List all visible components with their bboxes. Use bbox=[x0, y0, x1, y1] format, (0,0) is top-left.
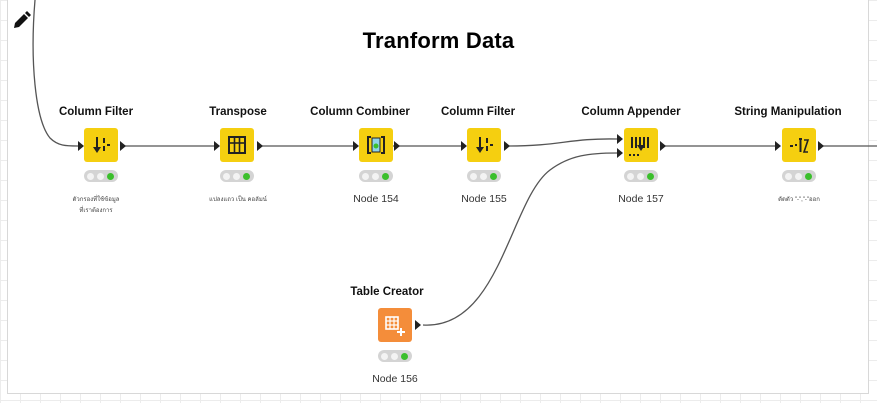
output-port[interactable] bbox=[415, 320, 421, 330]
pencil-icon[interactable] bbox=[11, 11, 31, 36]
column-combiner-icon[interactable] bbox=[359, 128, 393, 162]
node-title: Transpose bbox=[209, 106, 267, 118]
node-status-traffic-light bbox=[378, 350, 412, 362]
transpose-grid-icon[interactable] bbox=[220, 128, 254, 162]
table-creator-icon[interactable] bbox=[378, 308, 412, 342]
input-port[interactable] bbox=[461, 141, 467, 151]
node-annotation[interactable]: Node 154 bbox=[353, 193, 399, 205]
column-filter-icon[interactable] bbox=[467, 128, 501, 162]
output-port[interactable] bbox=[504, 141, 510, 151]
string-manipulation-icon[interactable] bbox=[782, 128, 816, 162]
output-port[interactable] bbox=[120, 141, 126, 151]
connection-tablecreator-to-appender bbox=[422, 152, 618, 326]
node-annotation-line: ตัดตัว "-","-"ออก bbox=[778, 197, 820, 203]
node-title: Column Combiner bbox=[310, 106, 410, 118]
node-title: Column Filter bbox=[440, 106, 516, 118]
output-port[interactable] bbox=[818, 141, 824, 151]
input-port[interactable] bbox=[617, 134, 623, 144]
node-annotation[interactable]: ตัวกรองที่ใช้ข้อมูล ที่เราต้องการ bbox=[21, 195, 171, 217]
node-status-traffic-light bbox=[359, 170, 393, 182]
input-port[interactable] bbox=[78, 141, 84, 151]
node-title: Column Appender bbox=[581, 106, 681, 118]
node-title: String Manipulation bbox=[734, 106, 842, 118]
node-annotation[interactable]: แปลงแถว เป็น คอลัมน์ bbox=[163, 195, 313, 206]
output-port[interactable] bbox=[394, 141, 400, 151]
workflow-annotation-box[interactable] bbox=[7, 0, 869, 394]
input-port[interactable] bbox=[214, 141, 220, 151]
node-title: Table Creator bbox=[350, 286, 424, 298]
output-port[interactable] bbox=[660, 141, 666, 151]
output-port[interactable] bbox=[257, 141, 263, 151]
node-status-traffic-light bbox=[467, 170, 501, 182]
workflow-title: Tranform Data bbox=[362, 28, 515, 53]
node-annotation[interactable]: Node 155 bbox=[461, 193, 507, 205]
node-annotation-line: แปลงแถว เป็น คอลัมน์ bbox=[209, 197, 267, 203]
column-appender-icon[interactable] bbox=[624, 128, 658, 162]
node-annotation-line: ตัวกรองที่ใช้ข้อมูล bbox=[72, 197, 120, 203]
connection-incoming bbox=[32, 0, 79, 147]
node-annotation[interactable]: ตัดตัว "-","-"ออก bbox=[724, 195, 874, 206]
node-title: Column Filter bbox=[58, 106, 134, 118]
node-status-traffic-light bbox=[220, 170, 254, 182]
node-status-traffic-light bbox=[624, 170, 658, 182]
input-port[interactable] bbox=[775, 141, 781, 151]
column-filter-icon[interactable] bbox=[84, 128, 118, 162]
node-annotation[interactable]: Node 157 bbox=[618, 193, 664, 205]
input-port[interactable] bbox=[617, 148, 623, 158]
node-annotation-line: ที่เราต้องการ bbox=[79, 208, 113, 214]
input-port[interactable] bbox=[353, 141, 359, 151]
node-status-traffic-light bbox=[782, 170, 816, 182]
connection-filter2-to-appender bbox=[508, 138, 618, 147]
node-annotation[interactable]: Node 156 bbox=[372, 373, 418, 385]
node-status-traffic-light bbox=[84, 170, 118, 182]
